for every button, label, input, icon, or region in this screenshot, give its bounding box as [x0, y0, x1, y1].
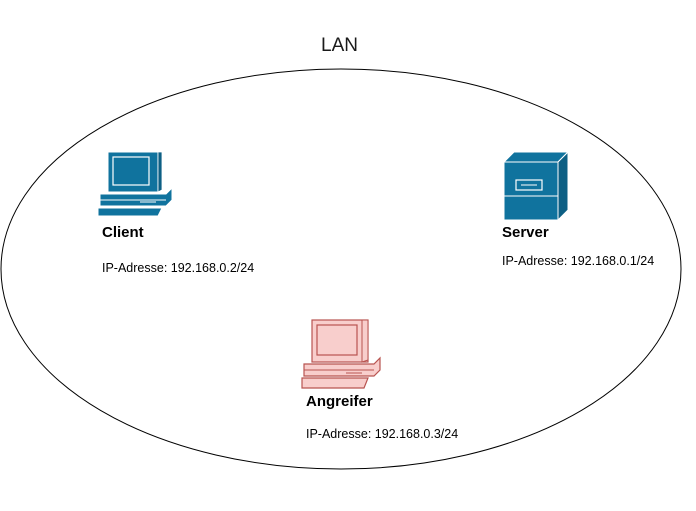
client-ip: IP-Adresse: 192.168.0.2/24: [102, 261, 255, 275]
client-name: Client: [102, 224, 144, 241]
server-name: Server: [502, 224, 549, 241]
attacker-computer-icon: [301, 319, 381, 389]
attacker-ip: IP-Adresse: 192.168.0.3/24: [306, 427, 459, 441]
attacker-name: Angreifer: [306, 393, 373, 410]
server-tower-icon: [502, 150, 570, 222]
lan-title: LAN: [321, 35, 358, 56]
server-ip: IP-Adresse: 192.168.0.1/24: [502, 254, 655, 268]
client-computer-icon: [97, 151, 173, 217]
